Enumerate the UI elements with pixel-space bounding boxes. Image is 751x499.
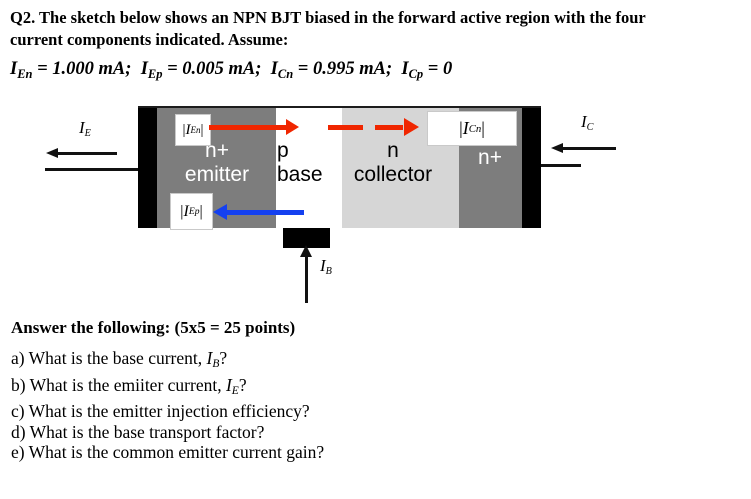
current-subscript: Cp	[408, 67, 424, 81]
subcollector-doping-label: n+	[478, 146, 502, 169]
current-value: = 1.000 mA;	[32, 59, 141, 79]
base-contact	[283, 228, 330, 248]
current-symbol: I	[462, 118, 469, 138]
emitter-doping-label: n+	[205, 139, 229, 162]
current-subscript: Ep	[188, 206, 200, 217]
answer-section-heading: Answer the following: (5x5 = 25 points)	[11, 318, 296, 337]
ie-arrow-shaft	[57, 152, 117, 155]
electron-flow-dashed-arrowhead-icon	[404, 118, 419, 136]
collector-contact	[522, 108, 541, 228]
current-value: = 0	[423, 59, 453, 79]
question-item: e) What is the common emitter current ga…	[11, 442, 324, 463]
current-subscript: E	[84, 128, 91, 140]
question-suffix: ?	[219, 348, 228, 368]
current-subscript: Cn	[468, 122, 482, 135]
question-item: b) What is the emiiter current, IE?	[11, 375, 324, 402]
current-symbol: I	[225, 374, 232, 395]
ic-terminal-label: IC	[581, 112, 593, 133]
emitter-region-label: emitter	[184, 163, 250, 186]
current-symbol: I	[581, 112, 587, 131]
current-symbol: I	[10, 59, 18, 79]
abs-bar: |	[200, 121, 204, 138]
question-text: d) What is the base transport factor?	[11, 421, 265, 442]
current-symbol: I	[140, 59, 148, 79]
current-symbol: I	[320, 256, 326, 275]
current-subscript: En	[17, 67, 33, 81]
question-item: d) What is the base transport factor?	[11, 422, 324, 443]
electron-flow-dash	[328, 125, 363, 130]
emitter-lead-wire	[45, 168, 138, 171]
current-subscript: Cn	[277, 67, 294, 81]
electron-flow-arrowhead-icon	[286, 119, 299, 135]
current-symbol: I	[401, 59, 409, 79]
current-symbol: I	[183, 202, 189, 220]
electron-flow-arrow-shaft	[209, 125, 286, 130]
collector-doping-label: n	[387, 139, 399, 162]
base-region-label: base	[277, 163, 323, 186]
current-subscript: Ep	[147, 67, 163, 81]
electron-flow-dash	[375, 125, 403, 130]
abs-bar: |	[199, 202, 203, 220]
title-line: Q2. The sketch below shows an NPN BJT bi…	[10, 8, 646, 27]
current-value: = 0.995 mA;	[293, 59, 402, 79]
question-item: a) What is the base current, IB?	[11, 348, 324, 375]
title-line: current components indicated. Assume:	[10, 29, 289, 49]
hole-flow-arrowhead-icon	[213, 204, 227, 220]
abs-bar: |	[459, 118, 463, 138]
ie-terminal-label: IE	[79, 118, 91, 139]
question-suffix: ?	[238, 374, 247, 395]
abs-bar: |	[481, 118, 485, 138]
current-subscript: B	[325, 266, 332, 278]
current-symbol: I	[206, 348, 213, 368]
current-subscript: C	[586, 122, 594, 134]
ib-arrow-shaft	[305, 250, 308, 303]
base-doping-label: p	[277, 139, 289, 162]
current-symbol: I	[185, 121, 191, 138]
ib-terminal-label: IB	[320, 256, 332, 277]
question-text: a) What is the base current,	[11, 348, 207, 368]
given-current-values: IEn = 1.000 mA; IEp = 0.005 mA; ICn = 0.…	[10, 59, 452, 82]
ic-arrow-shaft	[562, 147, 616, 150]
abs-bar: |	[182, 121, 186, 138]
ic-arrowhead-icon	[551, 143, 563, 153]
current-subscript: E	[231, 384, 239, 397]
current-subscript: B	[212, 358, 220, 370]
question-item: c) What is the emitter injection efficie…	[11, 401, 324, 422]
current-symbol: I	[79, 118, 85, 137]
question-text: e) What is the common emitter current ga…	[11, 442, 325, 463]
question-text: c) What is the emitter injection efficie…	[11, 401, 310, 422]
current-value: = 0.005 mA;	[162, 59, 271, 79]
abs-bar: |	[180, 202, 184, 220]
hole-flow-arrow-shaft	[227, 210, 304, 215]
collector-region-label: collector	[353, 163, 433, 186]
question-title: Q2. The sketch below shows an NPN BJT bi…	[10, 7, 751, 50]
ie-arrowhead-icon	[46, 148, 58, 158]
ib-arrowhead-icon	[300, 245, 312, 257]
device-top-border	[138, 106, 541, 108]
emitter-contact	[138, 108, 157, 228]
collector-lead-wire	[541, 164, 581, 167]
current-symbol: I	[270, 59, 278, 79]
question-text: b) What is the emiiter current,	[11, 374, 226, 395]
current-subscript: En	[190, 125, 201, 135]
question-list: a) What is the base current, IB?b) What …	[11, 348, 324, 463]
